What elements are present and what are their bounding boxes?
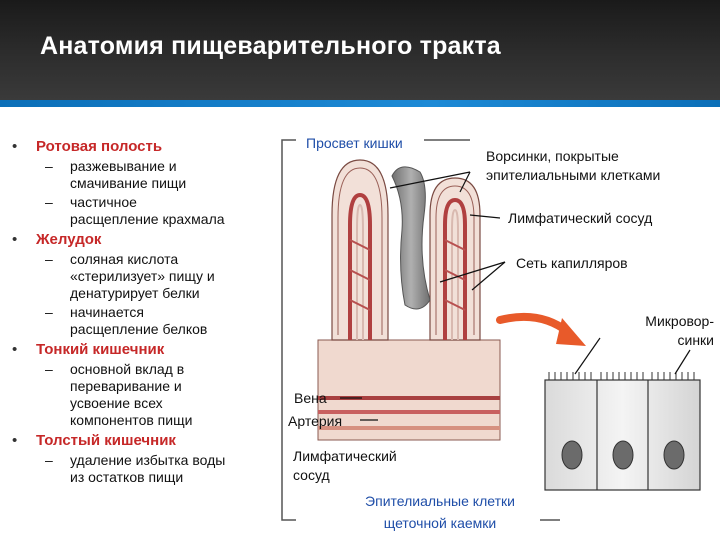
outline-heading: Толстый кишечник — [36, 432, 176, 449]
outline-subitem-line: усвоение всех — [70, 395, 163, 411]
bullet-dot: • — [12, 138, 18, 155]
label-villi-line1: Ворсинки, покрытые — [486, 148, 619, 164]
label-microvilli-line1: Микровор- — [645, 313, 714, 329]
diagram-frame — [281, 139, 560, 521]
outline-subitem-line: начинается — [70, 304, 144, 320]
outline-subitem-line: денатурирует белки — [70, 285, 200, 301]
bullet-dash: – — [45, 194, 53, 210]
outline-subitem-line: частичное — [70, 194, 137, 210]
leader-lines — [340, 171, 691, 421]
bullet-dash: – — [45, 452, 53, 468]
outline-section: • Желудок — [12, 231, 282, 249]
bullet-dash: – — [45, 361, 53, 377]
label-lymph-vessel: Лимфатический сосуд — [508, 210, 653, 226]
outline-subitem-line: «стерилизует» пищу и — [70, 268, 215, 284]
outline-subitem-line: из остатков пищи — [70, 469, 184, 485]
villi-illustration — [317, 159, 501, 441]
bullet-dot: • — [12, 341, 18, 358]
header-accent-rule — [0, 100, 720, 107]
outline-heading: Ротовая полость — [36, 138, 163, 155]
outline-heading: Тонкий кишечник — [36, 341, 165, 358]
bullet-dot: • — [12, 432, 18, 449]
label-artery: Артерия — [288, 413, 343, 429]
label-epithelial-line1: Эпителиальные клетки — [365, 493, 515, 509]
slide-title: Анатомия пищеварительного тракта — [40, 32, 501, 60]
label-lumen: Просвет кишки — [306, 135, 403, 151]
outline-section: • Тонкий кишечник — [12, 341, 282, 359]
zoom-arrow — [496, 312, 572, 336]
bullet-dash: – — [45, 158, 53, 174]
label-lymph-duct-line2: сосуд — [293, 467, 330, 483]
label-epithelial-line2: щеточной каемки — [383, 515, 497, 531]
outline-section: • Толстый кишечник — [12, 432, 282, 450]
slide-header: Анатомия пищеварительного тракта — [0, 0, 720, 100]
outline-subitem-line: переваривание и — [70, 378, 182, 394]
bullet-dot: • — [12, 231, 18, 248]
label-microvilli-line2: синки — [677, 332, 715, 348]
bullet-dash: – — [45, 304, 53, 320]
outline-subitem-line: расщепление крахмала — [70, 211, 225, 227]
outline-subitem-line: смачивание пищи — [70, 175, 187, 191]
outline-subitem-line: разжевывание и — [70, 158, 177, 174]
outline-subitem-line: основной вклад в — [70, 361, 185, 377]
outline-subitem-line: компонентов пищи — [70, 412, 193, 428]
label-villi-line2: эпителиальными клетками — [486, 167, 661, 183]
zoom-arrow-head — [556, 318, 586, 346]
outline-section: • Ротовая полость — [12, 138, 282, 156]
label-capillaries: Сеть капилляров — [516, 255, 628, 271]
outline-subitem-line: удаление избытка воды — [70, 452, 226, 468]
outline-subitem-line: расщепление белков — [70, 321, 208, 337]
brush-border-cells — [544, 372, 701, 491]
bullet-dash: – — [45, 251, 53, 267]
outline-subitem-line: соляная кислота — [70, 251, 179, 267]
outline-heading: Желудок — [36, 231, 102, 248]
label-vein: Вена — [294, 390, 327, 406]
label-lymph-duct-line1: Лимфатический — [293, 448, 397, 464]
